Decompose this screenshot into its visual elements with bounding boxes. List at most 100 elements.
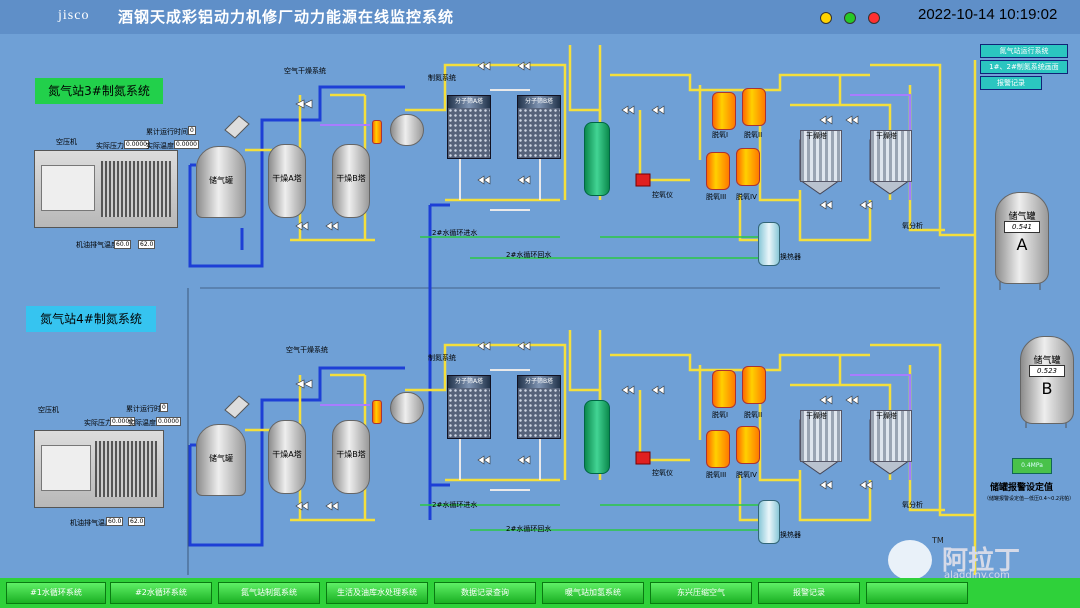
- water-in-label-lower: 2#水循环进水: [432, 501, 478, 509]
- pressure-value: 0.0000: [124, 140, 149, 149]
- sieve-tower-a-lower[interactable]: 分子筛A塔: [447, 375, 491, 439]
- nitrogen-system-screen-button[interactable]: 1#、2#制氮系统画面: [980, 60, 1068, 74]
- heat-exchanger-label-lower: 换热器: [780, 531, 801, 539]
- alarm-record-button[interactable]: 报警记录: [980, 76, 1042, 90]
- nav-nitrogen-station[interactable]: 氮气站制氮系统: [218, 582, 320, 604]
- compressor-panel: [41, 445, 91, 491]
- heat-exchanger-label-upper: 换热器: [780, 253, 801, 261]
- nav-extra[interactable]: [866, 582, 968, 604]
- sieve-tower-b-upper[interactable]: 分子筛B塔: [517, 95, 561, 159]
- deox-heater-1-upper[interactable]: [712, 92, 736, 130]
- filter-vessel-upper[interactable]: [390, 114, 424, 146]
- deox-2-label-upper: 脱氧II: [744, 131, 763, 139]
- deox-heater-4-upper[interactable]: [736, 148, 760, 186]
- nav-alarm-records[interactable]: 报警记录: [758, 582, 860, 604]
- watermark-subtext: aladdiny.com: [944, 570, 1010, 581]
- water-out-label-lower: 2#水循环回水: [506, 525, 552, 533]
- status-light-red-icon: [868, 12, 880, 24]
- compressor-vent: [101, 161, 171, 217]
- deox-heater-4-lower[interactable]: [736, 426, 760, 464]
- deox-heater-2-upper[interactable]: [742, 88, 766, 126]
- dryer-tower-d-lower[interactable]: [870, 410, 912, 462]
- sieve-tower-a-upper[interactable]: 分子筛A塔: [447, 95, 491, 159]
- tank-b-pressure: 0.523: [1029, 365, 1065, 377]
- dryer-tower-d-upper[interactable]: [870, 130, 912, 182]
- pressure-label-lower: 实际压力: [84, 419, 112, 427]
- air-compressor-upper[interactable]: [34, 150, 178, 228]
- deox-heater-3-lower[interactable]: [706, 430, 730, 468]
- buffer-tank-lower[interactable]: 储气罐: [196, 424, 246, 496]
- oil-temp-value-lower-1: 60.0: [106, 517, 124, 526]
- air-compressor-lower[interactable]: [34, 430, 164, 508]
- deox-heater-1-lower[interactable]: [712, 370, 736, 408]
- nitrogen-buffer-upper[interactable]: [584, 122, 610, 196]
- dryer-b-upper[interactable]: 干燥B塔: [332, 144, 370, 218]
- analyzer-label-lower: 控氧仪: [652, 469, 673, 477]
- nitrogen-station-button[interactable]: 氮气站运行系统: [980, 44, 1068, 58]
- deox-3-label-lower: 脱氧III: [706, 471, 727, 479]
- watermark-text: 阿拉丁: [942, 546, 1021, 576]
- temperature-value-lower: 0.0000: [156, 417, 181, 426]
- dryer-b-lower[interactable]: 干燥B塔: [332, 420, 370, 494]
- company-logo: jisco: [58, 8, 90, 23]
- deox-heater-2-lower[interactable]: [742, 366, 766, 404]
- water-out-label-upper: 2#水循环回水: [506, 251, 552, 259]
- n2-system-label-lower: 制氮系统: [428, 354, 456, 362]
- heat-exchanger-lower[interactable]: [758, 500, 780, 544]
- filter-vessel-lower[interactable]: [390, 392, 424, 424]
- oil-temp-value-2: 62.0: [138, 240, 156, 249]
- dryer-tower-c-lower[interactable]: [800, 410, 842, 462]
- station-4-label[interactable]: 氮气站4#制氮系统: [26, 306, 156, 332]
- watermark-tm: TM: [932, 536, 944, 545]
- oil-temp-value-1: 60.0: [114, 240, 132, 249]
- buffer-tank-upper[interactable]: 储气罐: [196, 146, 246, 218]
- oxygen-label-upper: 氧分析: [902, 222, 923, 230]
- page-title: 酒钢天成彩铝动力机修厂动力能源在线监控系统: [118, 8, 455, 26]
- storage-tank-b[interactable]: 储气罐 0.523 B: [1020, 336, 1074, 424]
- compressor-panel: [41, 165, 95, 211]
- temperature-value: 0.0000: [174, 140, 199, 149]
- nav-water-loop-1[interactable]: #1水循环系统: [6, 582, 106, 604]
- datetime-readout: 2022-10-14 10:19:02: [918, 6, 1058, 23]
- dryer-tower-c-upper[interactable]: [800, 130, 842, 182]
- dryer-a-upper[interactable]: 干燥A塔: [268, 144, 306, 218]
- deox-4-label-upper: 脱氧IV: [736, 193, 757, 201]
- nav-data-records[interactable]: 数据记录查询: [434, 582, 536, 604]
- run-time-value: 0: [188, 126, 196, 135]
- deox-2-label-lower: 脱氧II: [744, 411, 763, 419]
- oil-temp-value-lower-2: 62.0: [128, 517, 146, 526]
- nav-water-loop-2[interactable]: #2水循环系统: [110, 582, 212, 604]
- deox-heater-3-upper[interactable]: [706, 152, 730, 190]
- deox-1-label-upper: 脱氧I: [712, 131, 729, 139]
- dryer-a-lower[interactable]: 干燥A塔: [268, 420, 306, 494]
- heat-exchanger-upper[interactable]: [758, 222, 780, 266]
- nav-heating-station[interactable]: 暖气站加氢系统: [542, 582, 644, 604]
- nitrogen-buffer-lower[interactable]: [584, 400, 610, 474]
- run-time-label: 累计运行时间: [146, 128, 188, 136]
- deox-3-label-upper: 脱氧III: [706, 193, 727, 201]
- status-light-yellow-icon: [820, 12, 832, 24]
- deox-4-label-lower: 脱氧IV: [736, 471, 757, 479]
- nav-compressed-air[interactable]: 东兴压缩空气: [650, 582, 752, 604]
- dryer-tower-label-2: 干燥塔: [876, 132, 897, 140]
- dryer-tower-label-1: 干燥塔: [806, 132, 827, 140]
- tank-a-letter: A: [1016, 235, 1028, 254]
- pressure-value-lower: 0.0000: [110, 417, 135, 426]
- station-3-label[interactable]: 氮气站3#制氮系统: [35, 78, 163, 104]
- tank-b-letter: B: [1041, 379, 1053, 398]
- oil-temp-label-lower: 机油排气温度: [70, 519, 112, 527]
- pre-heater-upper: [372, 120, 382, 144]
- air-dry-label-lower: 空气干燥系统: [286, 346, 328, 354]
- compressor-label-upper: 空压机: [56, 138, 77, 146]
- run-time-value-lower: 0: [160, 403, 168, 412]
- storage-tank-a[interactable]: 储气罐 0.541 A: [995, 192, 1049, 284]
- temperature-label: 实际温度: [146, 142, 174, 150]
- nav-water-treatment[interactable]: 生活及油库水处理系统: [326, 582, 428, 604]
- dryer-tower-label-3: 干燥塔: [806, 412, 827, 420]
- tank-a-pressure: 0.541: [1004, 221, 1040, 233]
- watermark-logo-icon: [888, 540, 932, 580]
- sieve-tower-b-lower[interactable]: 分子筛B塔: [517, 375, 561, 439]
- alarm-setpoint-button[interactable]: 0.4MPa: [1012, 458, 1052, 474]
- water-in-label-upper: 2#水循环进水: [432, 229, 478, 237]
- air-dry-label-upper: 空气干燥系统: [284, 67, 326, 75]
